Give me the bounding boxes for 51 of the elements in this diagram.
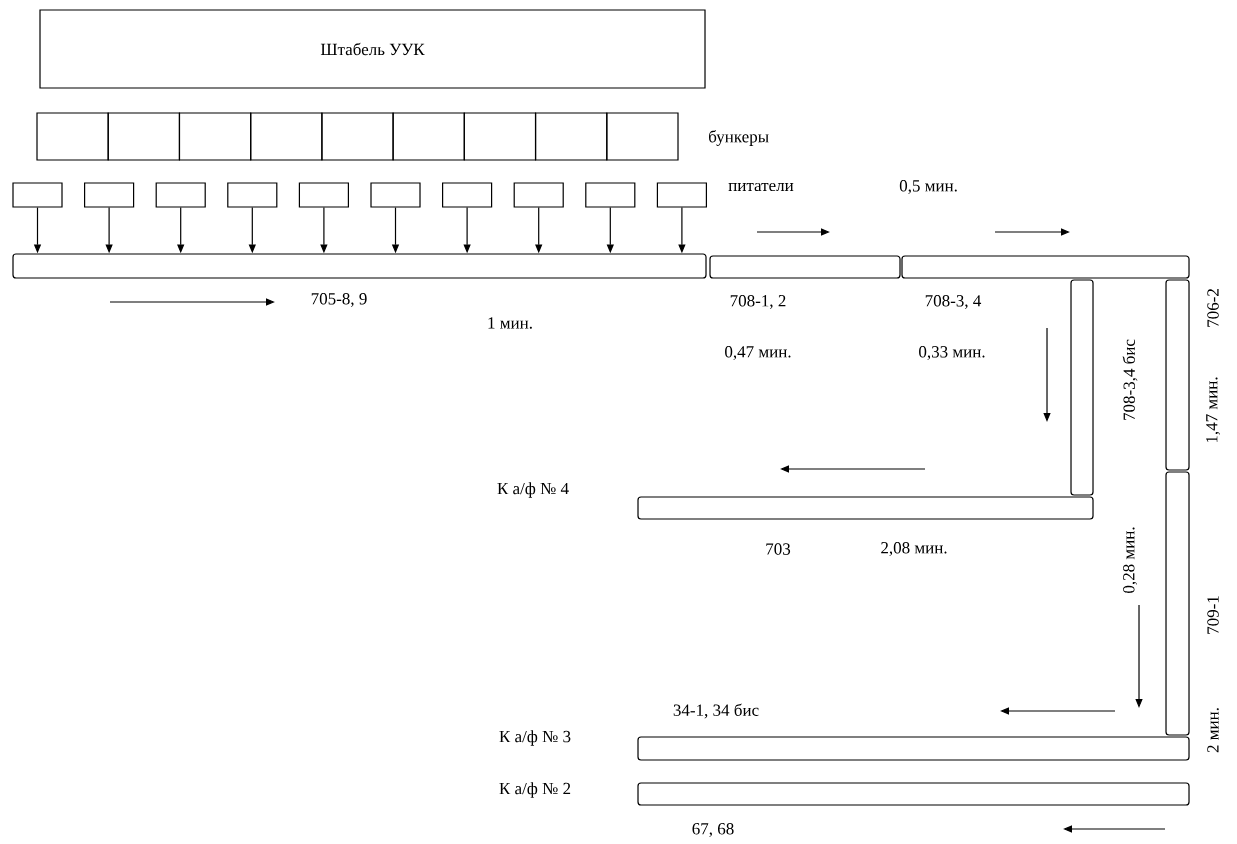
hopper-cell <box>585 182 636 208</box>
conveyor-belt <box>1165 279 1190 471</box>
hopper-cell <box>12 182 63 208</box>
conveyor-label: 705-8, 9 <box>311 293 367 307</box>
conveyor-label: 2,08 мин. <box>881 542 947 556</box>
hopper-cell <box>321 112 394 161</box>
conveyor-label: 34-1, 34 бис <box>673 703 759 719</box>
conveyor-label: 706-2 <box>1207 289 1219 327</box>
text-label: питатели <box>728 182 794 192</box>
hopper-cell <box>84 182 135 208</box>
hopper-cell <box>442 182 493 208</box>
conveyor-label: 2 мин. <box>1207 708 1219 753</box>
conveyor-belt <box>637 496 1094 520</box>
conveyor-belt <box>901 255 1190 279</box>
hopper-cell <box>107 112 180 161</box>
hopper-cell <box>250 112 323 161</box>
hopper-cell <box>227 182 278 208</box>
text-label: К а/ф № 3 <box>499 730 571 746</box>
conveyor-belt <box>637 782 1190 806</box>
conveyor-label: 1,47 мин. <box>1206 377 1220 443</box>
hopper-cell <box>36 112 109 161</box>
conveyor-label: 0,28 мин. <box>1123 527 1137 593</box>
text-label: К а/ф № 2 <box>499 782 571 798</box>
conveyor-belt <box>1070 279 1094 496</box>
conveyor-label: 0,33 мин. <box>919 346 985 360</box>
conveyor-belt <box>1165 471 1190 736</box>
stockpile-box: Штабель УУК <box>39 9 706 89</box>
text-label: бункеры <box>709 130 769 146</box>
text-label: К а/ф № 4 <box>497 482 569 498</box>
conveyor-belt <box>637 736 1190 761</box>
conveyor-label: 709-1 <box>1207 596 1219 634</box>
hopper-cell <box>370 182 421 208</box>
conveyor-label: 708-3, 4 <box>925 295 982 309</box>
conveyor-belt <box>709 255 901 279</box>
hopper-cell <box>298 182 349 208</box>
hopper-cell <box>656 182 707 208</box>
conveyor-label: 703 <box>766 543 791 555</box>
conveyor-belt <box>12 253 707 279</box>
conveyor-label: 708-1, 2 <box>730 295 786 309</box>
hopper-cell <box>535 112 608 161</box>
conveyor-label: 1 мин. <box>488 317 532 329</box>
hopper-cell <box>606 112 679 161</box>
conveyor-label: 0,47 мин. <box>725 346 791 360</box>
hopper-cell <box>155 182 206 208</box>
hopper-cell <box>392 112 465 161</box>
conveyor-label: 67, 68 <box>692 823 734 837</box>
hopper-cell <box>178 112 252 161</box>
hopper-cell <box>513 182 564 208</box>
text-label: 0,5 мин. <box>899 180 957 194</box>
hopper-cell <box>463 112 537 161</box>
conveyor-label: 708-3,4 бис <box>1122 339 1138 420</box>
